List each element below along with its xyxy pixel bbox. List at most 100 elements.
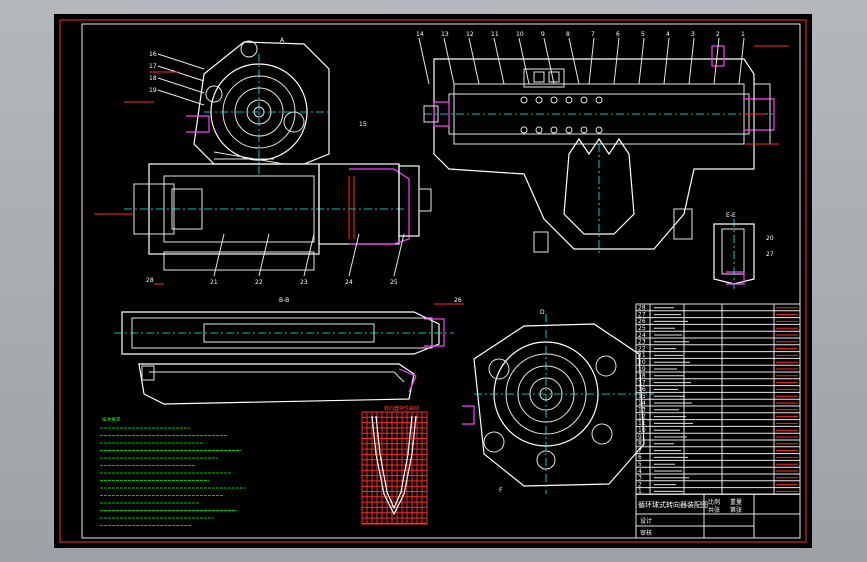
parts-row: 28 <box>636 305 800 312</box>
balloon-16: 16 <box>149 51 205 70</box>
balloon-17: 17 <box>149 63 205 82</box>
parts-row: 21 <box>636 352 800 359</box>
parts-row-number: 5 <box>638 461 642 468</box>
parts-row: 26 <box>636 318 800 325</box>
balloon-28: 28 <box>146 277 154 284</box>
balloon-4: 4 <box>663 31 670 85</box>
balloon-label: 22 <box>255 279 263 286</box>
balloons-misc: 15 20 26 27 28 <box>146 121 774 304</box>
parts-row: 7 <box>636 447 800 454</box>
drawing-title: 循环球式转向器装配图 <box>638 500 708 509</box>
parts-row-number: 23 <box>638 339 646 346</box>
parts-row-number: 7 <box>638 447 642 454</box>
parts-row: 23 <box>636 339 800 346</box>
parts-row: 10 <box>636 427 800 434</box>
parts-row-number: 13 <box>638 407 646 414</box>
parts-row-number: 1 <box>638 488 642 495</box>
balloon-label: 5 <box>641 31 645 38</box>
detail-view-ee: E-E <box>713 212 755 289</box>
parts-row-number: 18 <box>638 373 646 380</box>
parts-row: 17 <box>636 379 800 386</box>
balloon-label: 17 <box>149 63 157 70</box>
balloon-5: 5 <box>638 31 645 85</box>
balloon-label: 27 <box>766 251 774 258</box>
side-view-housing <box>124 40 432 271</box>
balloon-1: 1 <box>738 31 745 85</box>
parts-row: 5 <box>636 461 800 468</box>
balloon-22: 22 <box>255 233 270 286</box>
chart-frame <box>361 411 428 525</box>
balloon-label: 21 <box>210 279 218 286</box>
balloon-label: 7 <box>591 31 595 38</box>
parts-row: 6 <box>636 454 800 461</box>
balloon-7: 7 <box>588 31 595 85</box>
parts-row: 19 <box>636 366 800 373</box>
parts-list-table: 2827262524232221201918171615141312111098… <box>635 303 801 495</box>
balloon-label: 18 <box>149 75 157 82</box>
title-block: 循环球式转向器装配图 比例 重量 共张 第张 设计 审核 <box>635 493 801 539</box>
parts-row-number: 3 <box>638 475 642 482</box>
balloon-label: 4 <box>666 31 670 38</box>
balloon-20: 20 <box>766 235 774 242</box>
balloon-15: 15 <box>359 121 367 128</box>
balloon-12: 12 <box>466 31 480 85</box>
sheet-inner-border <box>81 23 801 539</box>
parts-row-number: 9 <box>638 434 642 441</box>
balloon-26: 26 <box>454 297 462 304</box>
balloon-11: 11 <box>491 31 505 85</box>
balloon-18: 18 <box>149 75 205 94</box>
parts-row: 2 <box>636 481 800 488</box>
parts-row: 11 <box>636 420 800 427</box>
balloon-9: 9 <box>541 31 555 85</box>
parts-row-number: 4 <box>638 468 642 475</box>
parts-row: 25 <box>636 325 800 332</box>
parts-row: 13 <box>636 407 800 414</box>
balloon-label: 2 <box>716 31 720 38</box>
parts-row-number: 2 <box>638 481 642 488</box>
balloon-27: 27 <box>766 251 774 258</box>
label-view-d: D <box>540 309 545 316</box>
red-annotations <box>94 45 789 305</box>
balloon-14: 14 <box>416 31 430 85</box>
parts-row-number: 26 <box>638 318 646 325</box>
balloon-label: 10 <box>516 31 524 38</box>
parts-row: 24 <box>636 332 800 339</box>
balloon-label: 16 <box>149 51 157 58</box>
parts-row-number: 17 <box>638 379 646 386</box>
balloon-label: 3 <box>691 31 695 38</box>
characteristic-chart: 转向器特性曲线 <box>361 405 428 525</box>
parts-row-number: 25 <box>638 325 646 332</box>
balloon-label: 12 <box>466 31 474 38</box>
cad-viewport[interactable]: E-E B-B <box>54 14 812 548</box>
balloon-2: 2 <box>713 31 720 85</box>
main-section-view <box>423 45 775 254</box>
parts-row: 14 <box>636 400 800 407</box>
parts-row-number: 22 <box>638 345 646 352</box>
label-section-ee: E-E <box>726 212 736 219</box>
balloon-label: 20 <box>766 235 774 242</box>
balloon-24: 24 <box>345 233 360 286</box>
parts-row: 15 <box>636 393 800 400</box>
label-arrow-a: A <box>280 37 285 44</box>
balloon-label: 25 <box>390 279 398 286</box>
chart-curve-outer <box>371 415 417 516</box>
parts-row-number: 28 <box>638 305 646 312</box>
balloon-25: 25 <box>390 233 405 286</box>
notes-lines <box>100 427 246 526</box>
parts-row: 8 <box>636 441 800 448</box>
parts-row: 22 <box>636 345 800 352</box>
parts-row: 3 <box>636 475 800 482</box>
parts-row: 4 <box>636 468 800 475</box>
parts-rows: 2827262524232221201918171615141312111098… <box>636 305 800 495</box>
parts-row-number: 8 <box>638 441 642 448</box>
parts-row-number: 19 <box>638 366 646 373</box>
parts-row-number: 20 <box>638 359 646 366</box>
balloon-label: 6 <box>616 31 620 38</box>
balloon-label: 9 <box>541 31 545 38</box>
parts-row-number: 21 <box>638 352 646 359</box>
balloon-label: 1 <box>741 31 745 38</box>
parts-row-number: 11 <box>638 420 646 427</box>
label-view-f: F <box>499 487 503 494</box>
